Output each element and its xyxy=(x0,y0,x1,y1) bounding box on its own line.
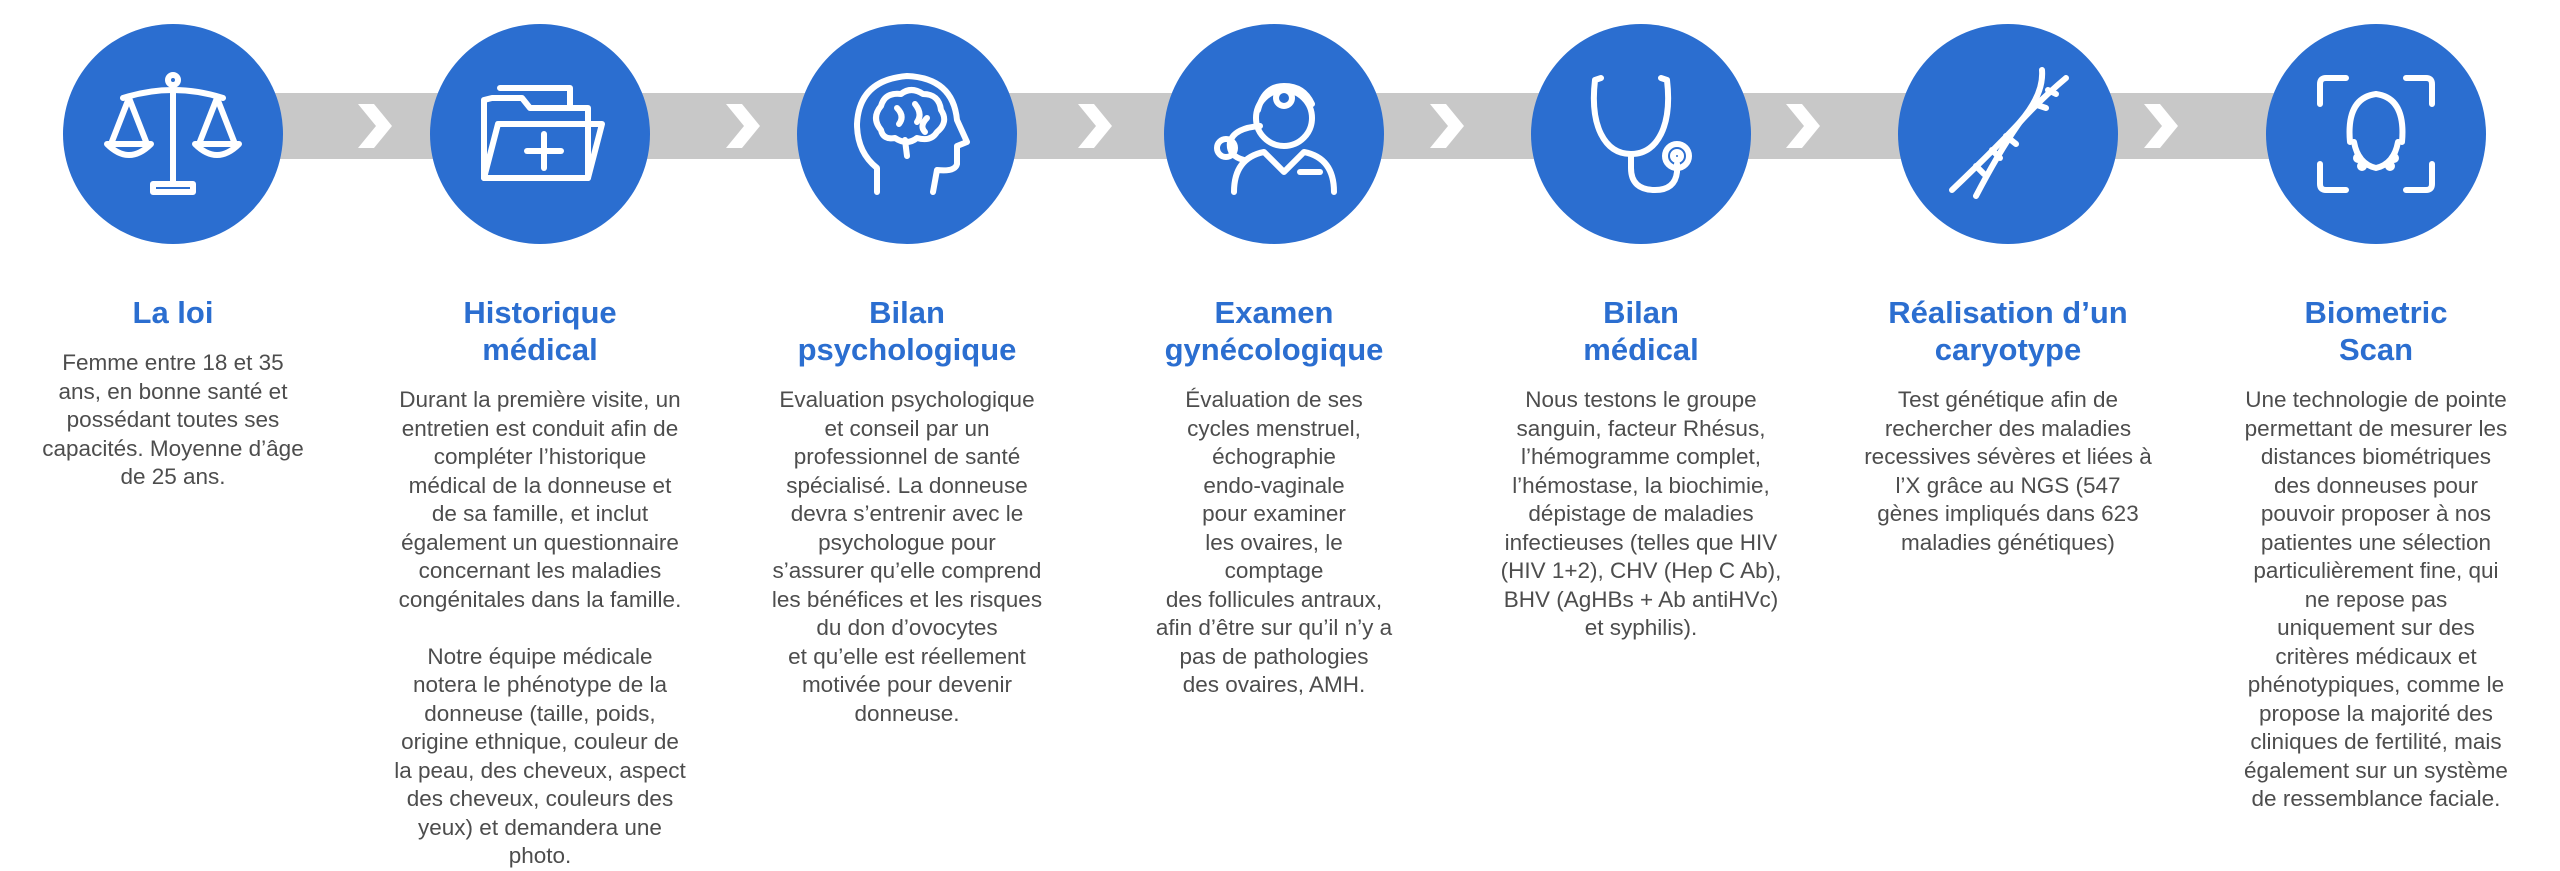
stethoscope-icon xyxy=(1590,75,1692,193)
step-icon-circle xyxy=(1898,24,2118,244)
step-icon-circle xyxy=(797,24,1017,244)
step-biometric-scan: Biometric Scan Une technologie de pointe… xyxy=(2206,24,2546,814)
brain-head-icon xyxy=(854,73,970,195)
step-examen-gynecologique: Examen gynécologique Évaluation de ses c… xyxy=(1104,24,1444,700)
step-title: Réalisation d’un caryotype xyxy=(1888,295,2128,367)
chevron-right-icon xyxy=(1078,104,1112,148)
chevron-right-icon xyxy=(1786,104,1820,148)
step-icon-circle xyxy=(1164,24,1384,244)
chevron-right-icon xyxy=(726,104,760,148)
step-icon-circle xyxy=(1531,24,1751,244)
medical-folder-icon xyxy=(481,85,605,181)
face-scan-icon xyxy=(2317,75,2435,193)
step-icon-circle xyxy=(63,24,283,244)
step-title: Biometric Scan xyxy=(2304,295,2448,367)
step-description: Femme entre 18 et 35 ans, en bonne santé… xyxy=(42,350,304,489)
dna-icon xyxy=(1949,67,2069,199)
step-description: Nous testons le groupe sanguin, facteur … xyxy=(1500,387,1782,640)
step-title: Bilan psychologique xyxy=(797,295,1017,367)
step-title: Historique médical xyxy=(463,295,617,367)
step-description: Evaluation psychologique et conseil par … xyxy=(771,387,1043,726)
step-la-loi: La loi Femme entre 18 et 35 ans, en bonn… xyxy=(3,24,343,492)
step-realisation-caryotype: Réalisation d’un caryotype Test génétiqu… xyxy=(1838,24,2178,557)
step-description: Test génétique afin de rechercher des ma… xyxy=(1864,387,2152,555)
step-description: Une technologie de pointe permettant de … xyxy=(2244,387,2508,811)
chevron-right-icon xyxy=(358,104,392,148)
step-title: Bilan médical xyxy=(1583,295,1699,367)
scales-icon xyxy=(104,72,242,195)
step-description: Évaluation de ses cycles menstruel, écho… xyxy=(1155,387,1393,697)
step-title: Examen gynécologique xyxy=(1164,295,1384,367)
step-icon-circle xyxy=(430,24,650,244)
step-title: La loi xyxy=(132,295,214,330)
step-icon-circle xyxy=(2266,24,2486,244)
chevron-right-icon xyxy=(1430,104,1464,148)
step-bilan-psychologique: Bilan psychologique Evaluation psycholog… xyxy=(737,24,1077,728)
step-bilan-medical: Bilan médical Nous testons le groupe san… xyxy=(1471,24,1811,643)
chevron-right-icon xyxy=(2144,104,2178,148)
step-historique-medical: Historique médical Durant la première vi… xyxy=(370,24,710,871)
doctor-icon xyxy=(1214,83,1337,195)
step-description: Durant la première visite, un entretien … xyxy=(394,387,686,868)
